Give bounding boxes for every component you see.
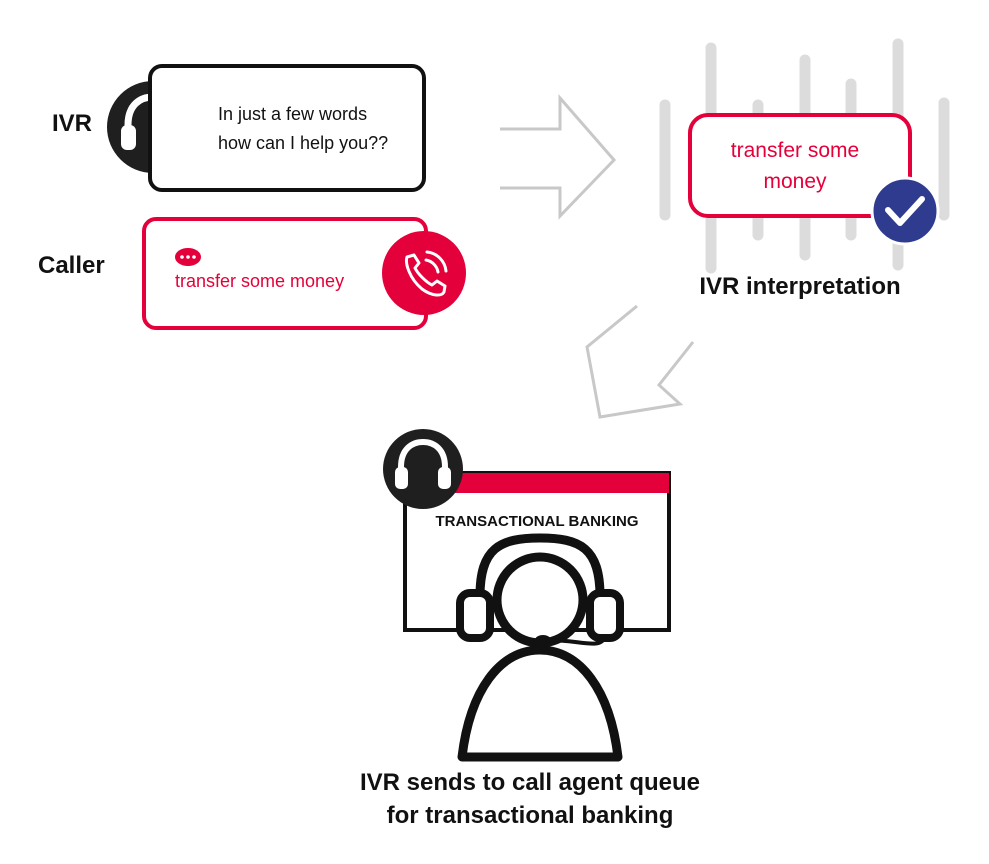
queue-window-title: TRANSACTIONAL BANKING xyxy=(435,513,639,530)
ivr-prompt-text: In just a few words how can I help you?? xyxy=(218,100,418,158)
caller-label: Caller xyxy=(38,252,105,279)
ivr-prompt-line1: In just a few words xyxy=(218,104,368,124)
caller-utterance: transfer some money xyxy=(175,271,345,291)
interpretation-caption: IVR interpretation xyxy=(699,273,901,300)
interpretation-line1: transfer some xyxy=(730,139,860,162)
headphones-icon xyxy=(383,429,463,509)
queue-caption-line2: for transactional banking xyxy=(386,802,674,829)
interpretation-bubble xyxy=(688,113,912,218)
ivr-message-bubble xyxy=(148,64,426,192)
ivr-label: IVR xyxy=(52,110,93,137)
caller-message-bubble xyxy=(142,217,428,330)
queue-caption-line1: IVR sends to call agent queue xyxy=(359,769,701,796)
checkmark-icon xyxy=(870,176,940,246)
ivr-prompt-line2: how can I help you?? xyxy=(218,133,389,153)
interpretation-text: transfer some money xyxy=(700,135,890,197)
interpretation-line2: money xyxy=(763,170,827,193)
arrow-down-left-icon xyxy=(585,304,695,419)
queue-caption: IVR sends to call agent queue for transa… xyxy=(280,766,780,832)
agent-headset-icon xyxy=(456,533,624,762)
arrow-right-icon xyxy=(500,93,617,220)
